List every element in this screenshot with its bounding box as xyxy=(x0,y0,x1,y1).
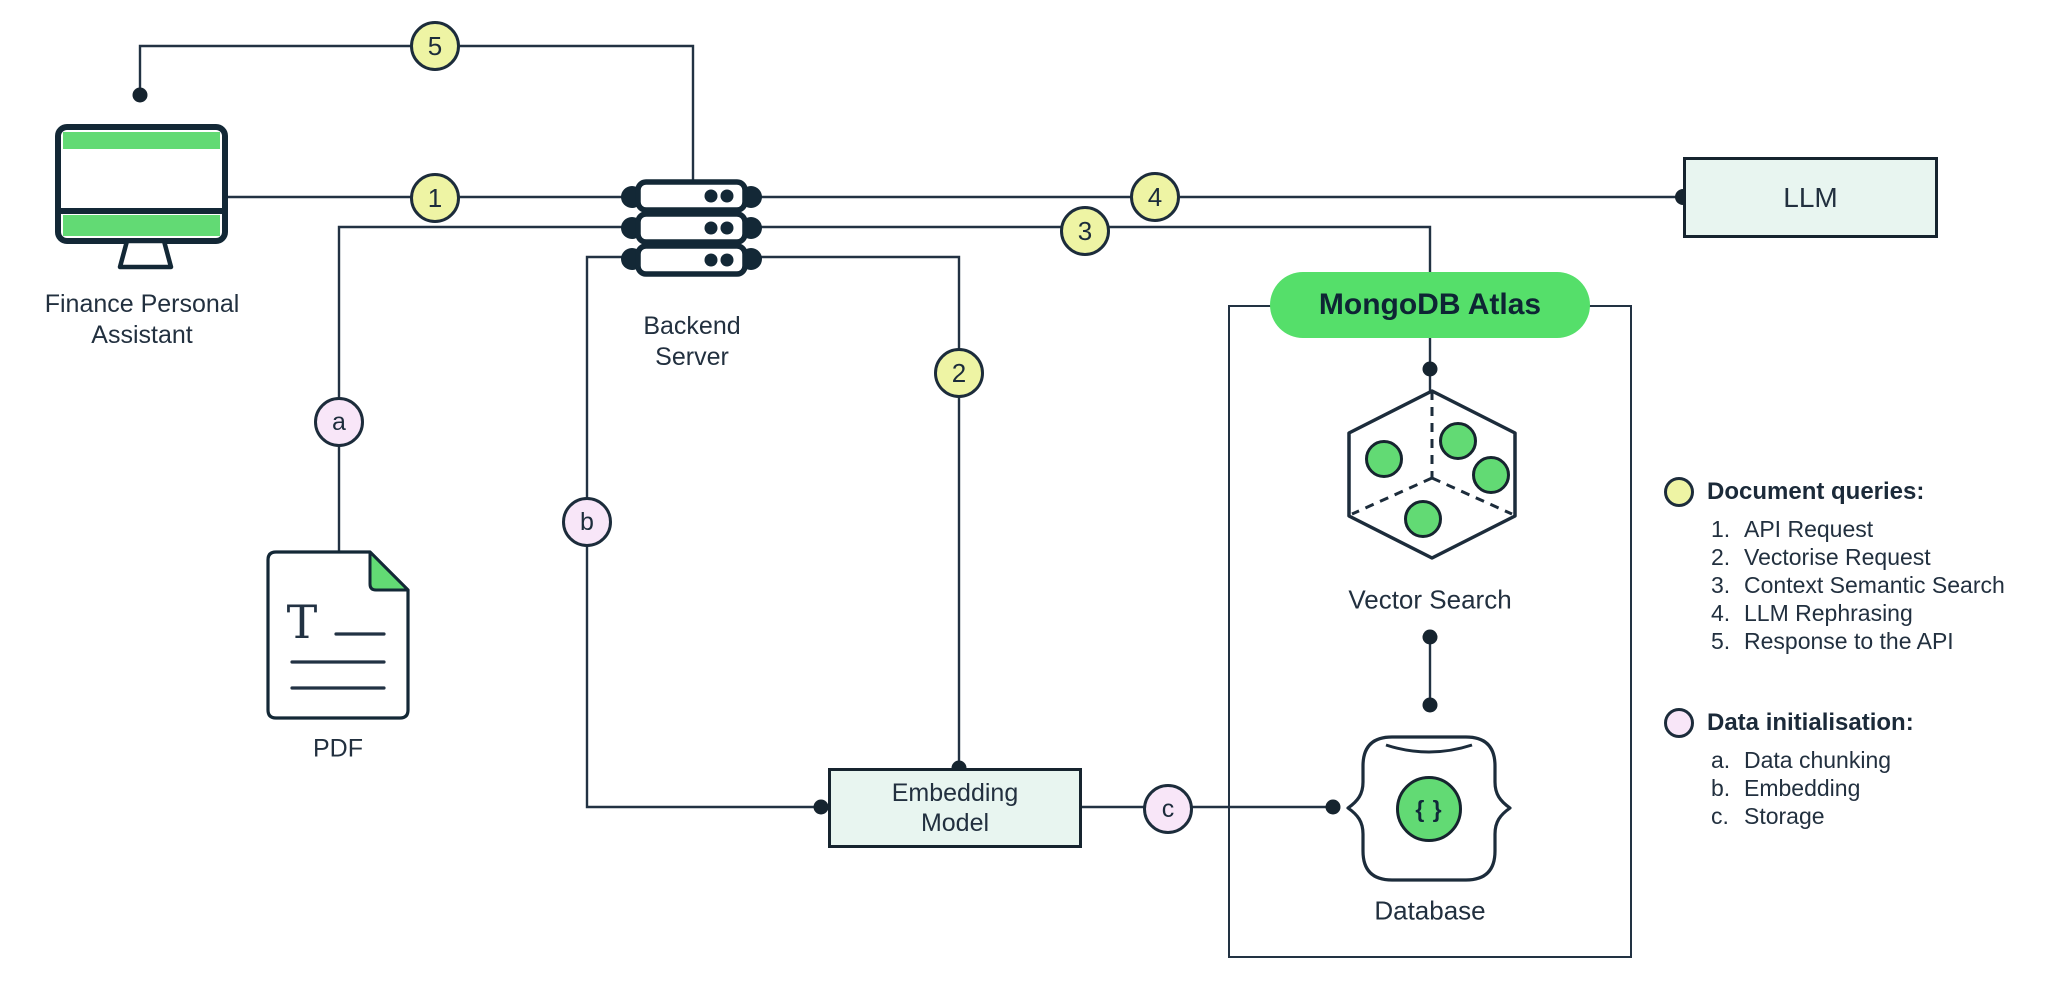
dot-vector-top xyxy=(1422,361,1438,377)
list-item-label: Response to the API xyxy=(1744,628,1954,654)
marker-b: b xyxy=(562,497,612,547)
pdf-label: PDF xyxy=(313,734,363,763)
list-item: 1. API Request xyxy=(1711,515,2005,543)
backend-server-label-line2: Server xyxy=(655,343,729,371)
list-item: b. Embedding xyxy=(1711,774,1914,802)
list-item-label: Data chunking xyxy=(1744,747,1892,773)
llm-node: LLM xyxy=(1683,157,1938,238)
backend-server-label: Backend Server xyxy=(643,311,740,373)
pink-legend-dot-icon xyxy=(1664,708,1694,738)
mongodb-atlas-label: MongoDB Atlas xyxy=(1318,288,1542,321)
list-item-label: Embedding xyxy=(1744,775,1861,801)
finance-assistant-label: Finance Personal Assistant xyxy=(45,289,240,351)
server-stack-icon xyxy=(621,179,762,277)
embedding-model-label-line2: Model xyxy=(920,809,990,837)
embedding-model-node: Embedding Model xyxy=(828,768,1082,848)
dot-database-left xyxy=(1325,799,1341,815)
legend-document-queries-header: Document queries: xyxy=(1664,477,2005,507)
list-item: a. Data chunking xyxy=(1711,746,1914,774)
monitor-icon xyxy=(55,124,228,270)
database-braces-glyph: { } xyxy=(1415,795,1443,822)
list-item: 5. Response to the API xyxy=(1711,627,2005,655)
connector-lines xyxy=(138,44,1683,809)
list-item-index: a. xyxy=(1711,747,1731,773)
vector-search-label: Vector Search xyxy=(1348,584,1512,615)
dot-embedding-left xyxy=(813,799,829,815)
database-label: Database xyxy=(1374,895,1486,926)
legend-data-initialisation-header: Data initialisation: xyxy=(1664,708,1914,738)
marker-3: 3 xyxy=(1060,206,1110,256)
legend-data-initialisation-items: a. Data chunking b. Embedding c. Storage xyxy=(1711,746,1914,830)
list-item-index: 1. xyxy=(1711,516,1731,542)
list-item-label: Storage xyxy=(1744,803,1825,829)
list-item-index: 4. xyxy=(1711,600,1731,626)
mongodb-atlas-container xyxy=(1228,305,1632,958)
dot-monitor-top xyxy=(132,87,148,103)
mongodb-atlas-pill: MongoDB Atlas xyxy=(1270,272,1590,338)
embedding-model-label-line1: Embedding xyxy=(891,779,1019,807)
finance-assistant-label-line1: Finance Personal xyxy=(44,290,240,318)
legend-document-queries-items: 1. API Request 2. Vectorise Request 3. C… xyxy=(1711,515,2005,655)
list-item-index: c. xyxy=(1711,803,1729,829)
list-item-label: API Request xyxy=(1744,516,1874,542)
list-item-index: 5. xyxy=(1711,628,1731,654)
marker-c: c xyxy=(1143,784,1193,834)
list-item-label: LLM Rephrasing xyxy=(1744,600,1913,626)
yellow-legend-dot-icon xyxy=(1664,477,1694,507)
marker-4: 4 xyxy=(1130,172,1180,222)
list-item-index: 2. xyxy=(1711,544,1731,570)
marker-5: 5 xyxy=(410,21,460,71)
dot-vector-bottom xyxy=(1422,629,1438,645)
edge-context-semantic-search xyxy=(753,225,1432,272)
vector-search-cube-icon xyxy=(1347,389,1517,560)
legend-data-initialisation: Data initialisation: a. Data chunking b.… xyxy=(1664,708,1914,830)
edge-vectorise-request xyxy=(753,255,961,768)
finance-assistant-label-line2: Assistant xyxy=(91,321,193,349)
list-item-label: Vectorise Request xyxy=(1744,544,1931,570)
legend-document-queries-title: Document queries: xyxy=(1707,478,1925,505)
database-json-circle: { } xyxy=(1396,776,1462,842)
pdf-document-icon xyxy=(266,550,410,720)
legend-document-queries: Document queries: 1. API Request 2. Vect… xyxy=(1664,477,2005,655)
llm-label: LLM xyxy=(1783,181,1838,213)
list-item-index: b. xyxy=(1711,775,1731,801)
list-item-index: 3. xyxy=(1711,572,1731,598)
legend-data-initialisation-title: Data initialisation: xyxy=(1707,709,1914,736)
list-item: 4. LLM Rephrasing xyxy=(1711,599,2005,627)
list-item: 3. Context Semantic Search xyxy=(1711,571,2005,599)
backend-server-label-line1: Backend xyxy=(643,312,741,340)
list-item: c. Storage xyxy=(1711,802,1914,830)
marker-a: a xyxy=(314,397,364,447)
pdf-letter-glyph: T xyxy=(286,595,318,649)
marker-2: 2 xyxy=(934,348,984,398)
list-item: 2. Vectorise Request xyxy=(1711,543,2005,571)
marker-1: 1 xyxy=(410,173,460,223)
dot-database-top xyxy=(1422,697,1438,713)
list-item-label: Context Semantic Search xyxy=(1744,572,2005,598)
